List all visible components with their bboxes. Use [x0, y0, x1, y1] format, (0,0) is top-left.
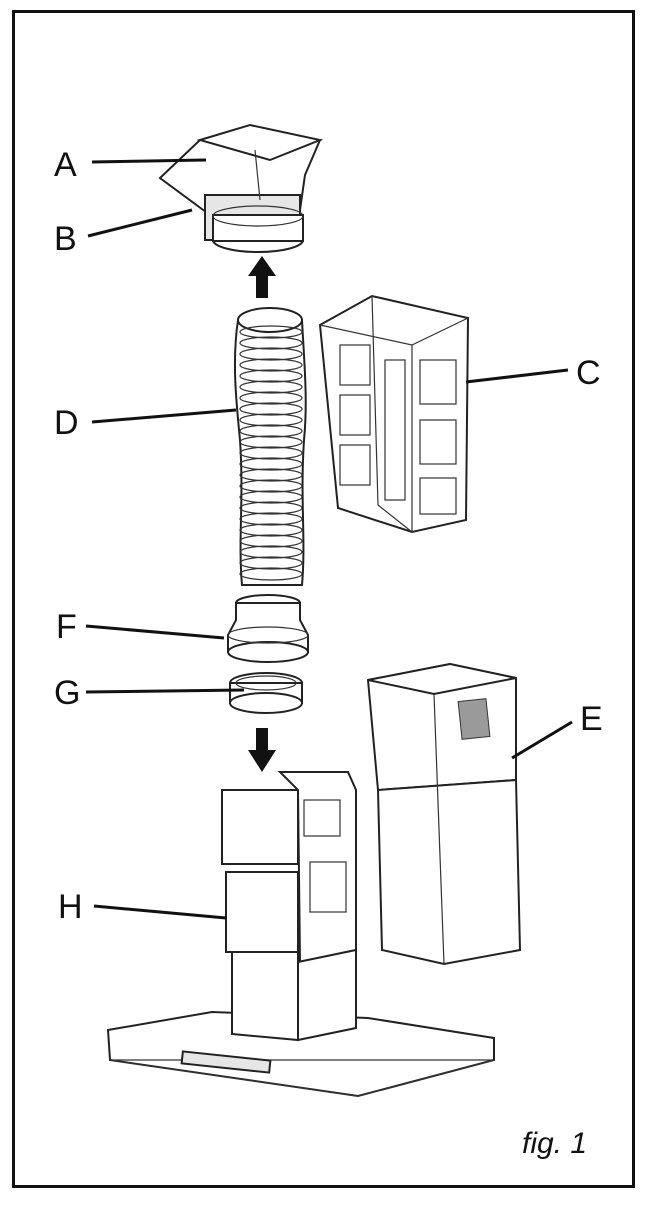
figure-caption: fig. 1	[522, 1127, 587, 1160]
label-a: A	[54, 146, 77, 184]
hose-ring	[239, 479, 303, 493]
label-e: E	[580, 700, 603, 738]
hose-ring	[239, 468, 303, 482]
hose-ring	[239, 358, 303, 372]
hose-ring	[239, 556, 303, 570]
label-d: D	[54, 404, 79, 442]
hose-ring	[239, 336, 303, 350]
label-c: C	[576, 354, 601, 392]
part-frame-c	[318, 294, 470, 534]
hose-ring	[239, 490, 303, 504]
hose-ring	[239, 424, 303, 438]
hose-ring	[239, 512, 303, 526]
hose-ring	[239, 369, 303, 383]
part-bracket-ab	[158, 123, 324, 253]
label-b: B	[54, 220, 77, 258]
label-h: H	[58, 888, 83, 926]
hose-ring	[239, 402, 303, 416]
hose-ring	[239, 435, 303, 449]
hose-ring	[239, 347, 303, 361]
part-flexible-hose-d	[233, 307, 307, 586]
hose-ring	[239, 523, 303, 537]
hose-ring	[239, 380, 303, 394]
hose-ring	[239, 446, 303, 460]
hose-ring	[239, 567, 303, 581]
arrow-down-icon	[248, 728, 276, 772]
part-chimney-e	[366, 662, 522, 966]
leader-lines	[85, 158, 573, 920]
hose-ring	[239, 545, 303, 559]
part-hood-body-h	[106, 771, 495, 1098]
part-labels: A B C D E F G H	[54, 146, 603, 926]
hose-ring	[239, 501, 303, 515]
arrow-up-icon	[248, 256, 276, 298]
hose-ring	[239, 391, 303, 405]
figure-frame	[12, 10, 635, 1188]
part-reducer-f	[227, 594, 309, 663]
label-g: G	[54, 674, 80, 712]
hose-ring	[239, 534, 303, 548]
hose-ring	[239, 413, 303, 427]
part-damper-g	[229, 672, 303, 714]
label-f: F	[56, 608, 77, 646]
hose-ring	[239, 325, 303, 339]
hose-ring	[239, 457, 303, 471]
